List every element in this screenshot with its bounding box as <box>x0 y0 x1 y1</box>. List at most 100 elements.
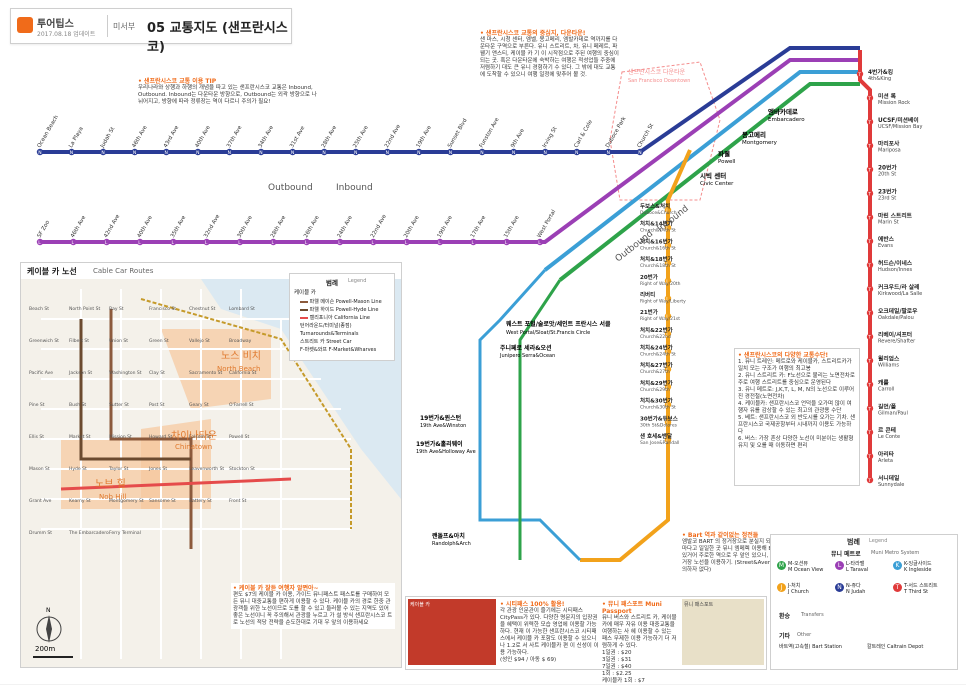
citypass-note: (성인 $94 / 아동 $ 69) <box>500 657 557 663</box>
n-station-label: Carl & Cole <box>573 119 594 149</box>
l-station-4-marker <box>170 238 177 246</box>
muni-passport-rate-5: 케이블카 1회 : $7 <box>602 678 645 684</box>
legend-bart: 바트역(고속철) Bart Station <box>779 644 842 650</box>
j-station-label-kr: 처치&16번가 <box>640 237 673 245</box>
t-station-label-kr: 길먼/폴 <box>878 402 897 410</box>
j-station-1-marker <box>664 224 672 231</box>
muni-passport-body: 뮤니 버스와 스트리트 카, 케이블 카에 매우 자유 이용 대중교통을 여행하… <box>602 615 677 649</box>
t-station-2-marker <box>866 118 874 125</box>
j-station-5-letter: J <box>665 296 667 302</box>
embarcadero-kr: 엠바카데로 <box>768 107 798 116</box>
j-station-0-marker <box>664 206 672 214</box>
fline-row: F-마켓&와프 F-Market&Wharves <box>300 346 390 354</box>
t-station-0-letter: T <box>857 72 861 78</box>
t-station-3-letter: T <box>867 144 871 150</box>
t-station-label-kr: 캐롤 <box>878 378 889 386</box>
j-station-label-en: Duboce&Church <box>640 210 677 216</box>
t-station-label-kr: 20번가 <box>878 164 897 172</box>
n-station-7-marker <box>257 148 265 156</box>
t-station-12-letter: T <box>867 359 871 365</box>
t-station-label-en: Arleta <box>878 458 893 464</box>
street-label: Lombard St <box>229 307 255 312</box>
cable-car-map-svg: 노스 비치 North Beach 차이나타운 Chinatown 노브 힐 N… <box>21 279 401 667</box>
muni-passport-rate-2: 3일권 : $31 <box>602 657 632 663</box>
t-station-9-letter: T <box>867 287 871 293</box>
n-station-label: 9th Ave <box>510 127 526 149</box>
street-label: Greenwich St <box>29 339 59 344</box>
n-station-17-marker <box>573 148 581 156</box>
n-station-label: 46th Ave <box>131 124 149 149</box>
powell-kr: 파웰 <box>718 149 730 158</box>
street-label: Ferry Terminal <box>109 531 141 536</box>
muni-type-1: 1. 뮤니 트레인: 메트로와 케이블카, 스트리트카가 일치 모는 구조가 여… <box>738 359 852 372</box>
l-station-label: 30th Ave <box>237 214 255 239</box>
n-station-5-marker <box>194 148 202 156</box>
j-station-label-kr: 처치&27번가 <box>640 361 673 369</box>
t-station-10-letter: T <box>867 311 871 317</box>
l-station-5-letter: L <box>205 240 208 246</box>
civic-center-en: Civic Center <box>700 181 734 187</box>
legend-line-kr: M-오션뷰 <box>788 561 808 567</box>
n-station-11-letter: N <box>386 150 389 156</box>
n-station-label: 25th Ave <box>352 124 370 149</box>
street-label: Vallejo St <box>189 339 210 344</box>
muni-passport-rate-4: 1회 : $2.25 <box>602 671 632 677</box>
l-station-11-letter: L <box>405 240 408 246</box>
l-station-label: 26th Ave <box>303 214 321 239</box>
california-route <box>60 477 292 491</box>
powell-hyde-swatch <box>300 308 308 311</box>
t-station-label-en: Carroll <box>878 386 894 392</box>
l-station-label: 40th Ave <box>137 214 155 239</box>
l-station-label: SF Zoo <box>37 219 52 239</box>
n-station-label: Ocean Beach <box>37 114 61 149</box>
t-station-0-marker <box>856 70 864 78</box>
t-station-4-marker <box>866 166 874 173</box>
region-label: 미서부 <box>113 22 136 31</box>
t-station-7-marker <box>866 237 874 245</box>
f-line-route <box>140 298 352 529</box>
t-station-label-en: 23rd St <box>878 195 896 201</box>
t-station-14-marker <box>866 405 874 412</box>
legend-line-kr: K-잉글사이드 <box>904 561 932 567</box>
street-label: Mission St <box>109 435 132 440</box>
n-station-label: 19th Ave <box>415 124 433 149</box>
t-station-label-en: Sunnydale <box>878 482 904 488</box>
cable-legend-title: 범례 <box>326 279 338 287</box>
street-label: Sacramento St <box>189 371 223 376</box>
holloway-kr: 19번가&홀리웨이 <box>416 440 463 448</box>
t-station-17-letter: T <box>867 478 871 484</box>
l-station-6-letter: L <box>238 240 241 246</box>
j-station-label-kr: 샌 호세&밴달 <box>640 432 672 440</box>
j-station-0-letter: J <box>665 208 667 214</box>
legend-line-en: M Ocean View <box>788 567 824 573</box>
j-station-label-en: Church&24th St <box>640 352 676 358</box>
muni-type-6: 6. 버스: 가장 흔상 다양한 노선이 미분이는 생활형 유지 및 오를 때 … <box>738 436 854 449</box>
j-station-label-en: 30th St&Dolores <box>640 422 678 428</box>
t-station-1-marker <box>866 94 874 102</box>
n-station-label: Duboce Park <box>605 115 628 149</box>
downtown-tip: • 샌프란시스코 교통의 중심지, 다운타운! 샌 마스, 시청 센터, 엠벨,… <box>480 30 620 79</box>
chinatown-kr: 차이나타운 <box>171 430 217 442</box>
j-station-label-kr: 처치&24번가 <box>640 344 673 352</box>
cable-legend-line-title: 케이블 카 <box>294 290 316 296</box>
t-station-label-kr: 마린 스트리트 <box>878 211 913 219</box>
j-station-10-letter: J <box>665 385 667 391</box>
j-station-label-en: Church&14th St <box>640 228 676 234</box>
street-label: Grant Ave <box>29 499 52 504</box>
t-station-1-letter: T <box>867 96 871 102</box>
street-label: Union St <box>109 339 129 344</box>
street-label: Sutter St <box>109 403 129 408</box>
cable-car-legend: 범례 Legend 케이블 카 파웰 메이슨 Powell-Mason Line… <box>289 273 395 361</box>
california-kr: 캘리포니아 <box>309 315 333 321</box>
muni-passport-rate-1: 1일권 : $20 <box>602 650 632 656</box>
l-station-label: 42nd Ave <box>103 213 121 239</box>
n-station-1-marker <box>68 148 75 156</box>
update-date: 2017.08.18 업데이트 <box>37 31 96 38</box>
l-station-8-letter: L <box>305 240 308 246</box>
street-label: Chestnut St <box>189 307 216 312</box>
street-label: Battery St <box>189 499 212 504</box>
j-station-9-letter: J <box>665 367 667 373</box>
